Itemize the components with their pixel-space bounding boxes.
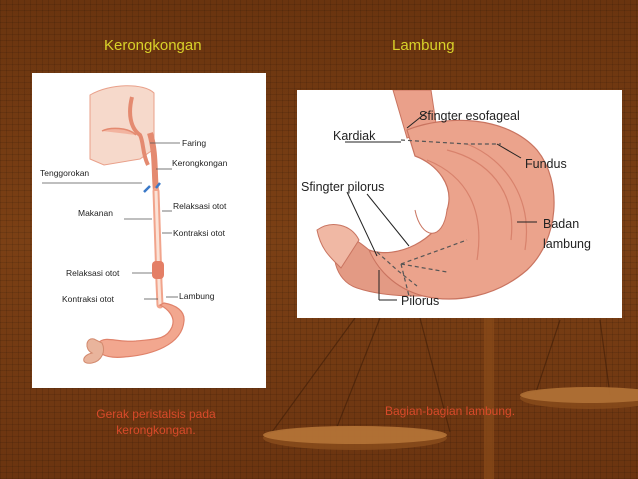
- label-makanan: Makanan: [78, 208, 113, 218]
- caption-esophagus-line2: kerongkongan.: [116, 423, 196, 437]
- caption-esophagus-line1: Gerak peristalsis pada: [96, 407, 216, 421]
- label-relaksasi-otot-top: Relaksasi otot: [173, 201, 227, 211]
- label-relaksasi-otot-bottom: Relaksasi otot: [66, 268, 120, 278]
- label-kerongkongan: Kerongkongan: [172, 158, 228, 168]
- label-lambung-small: Lambung: [179, 291, 215, 301]
- caption-stomach-text: Bagian-bagian lambung.: [384, 404, 516, 418]
- label-kontraksi-otot-top: Kontraksi otot: [173, 228, 226, 238]
- label-lambung: lambung: [543, 237, 591, 251]
- label-sfingter-esofageal: Sfingter esofageal: [419, 109, 520, 123]
- heading-kerongkongan: Kerongkongan: [104, 37, 202, 54]
- label-tenggorokan: Tenggorokan: [40, 168, 89, 178]
- stomach-figure: Sfingter esofageal Kardiak Fundus Sfingt…: [297, 89, 622, 318]
- esophagus-figure: Faring Kerongkongan Tenggorokan Makanan …: [32, 73, 266, 388]
- label-kardiak: Kardiak: [333, 129, 376, 143]
- label-fundus: Fundus: [525, 157, 567, 171]
- stomach-illustration: Sfingter esofageal Kardiak Fundus Sfingt…: [301, 89, 591, 308]
- caption-esophagus: Gerak peristalsis pada kerongkongan.: [56, 406, 256, 438]
- heading-lambung: Lambung: [392, 37, 455, 54]
- label-faring: Faring: [182, 138, 206, 148]
- esophagus-illustration: Faring Kerongkongan Tenggorokan Makanan …: [40, 85, 228, 364]
- caption-stomach: Bagian-bagian lambung.: [350, 403, 550, 419]
- label-badan: Badan: [543, 217, 579, 231]
- label-kontraksi-otot-bottom: Kontraksi otot: [62, 294, 115, 304]
- label-sfingter-pilorus: Sfingter pilorus: [301, 180, 384, 194]
- label-pilorus: Pilorus: [401, 294, 439, 308]
